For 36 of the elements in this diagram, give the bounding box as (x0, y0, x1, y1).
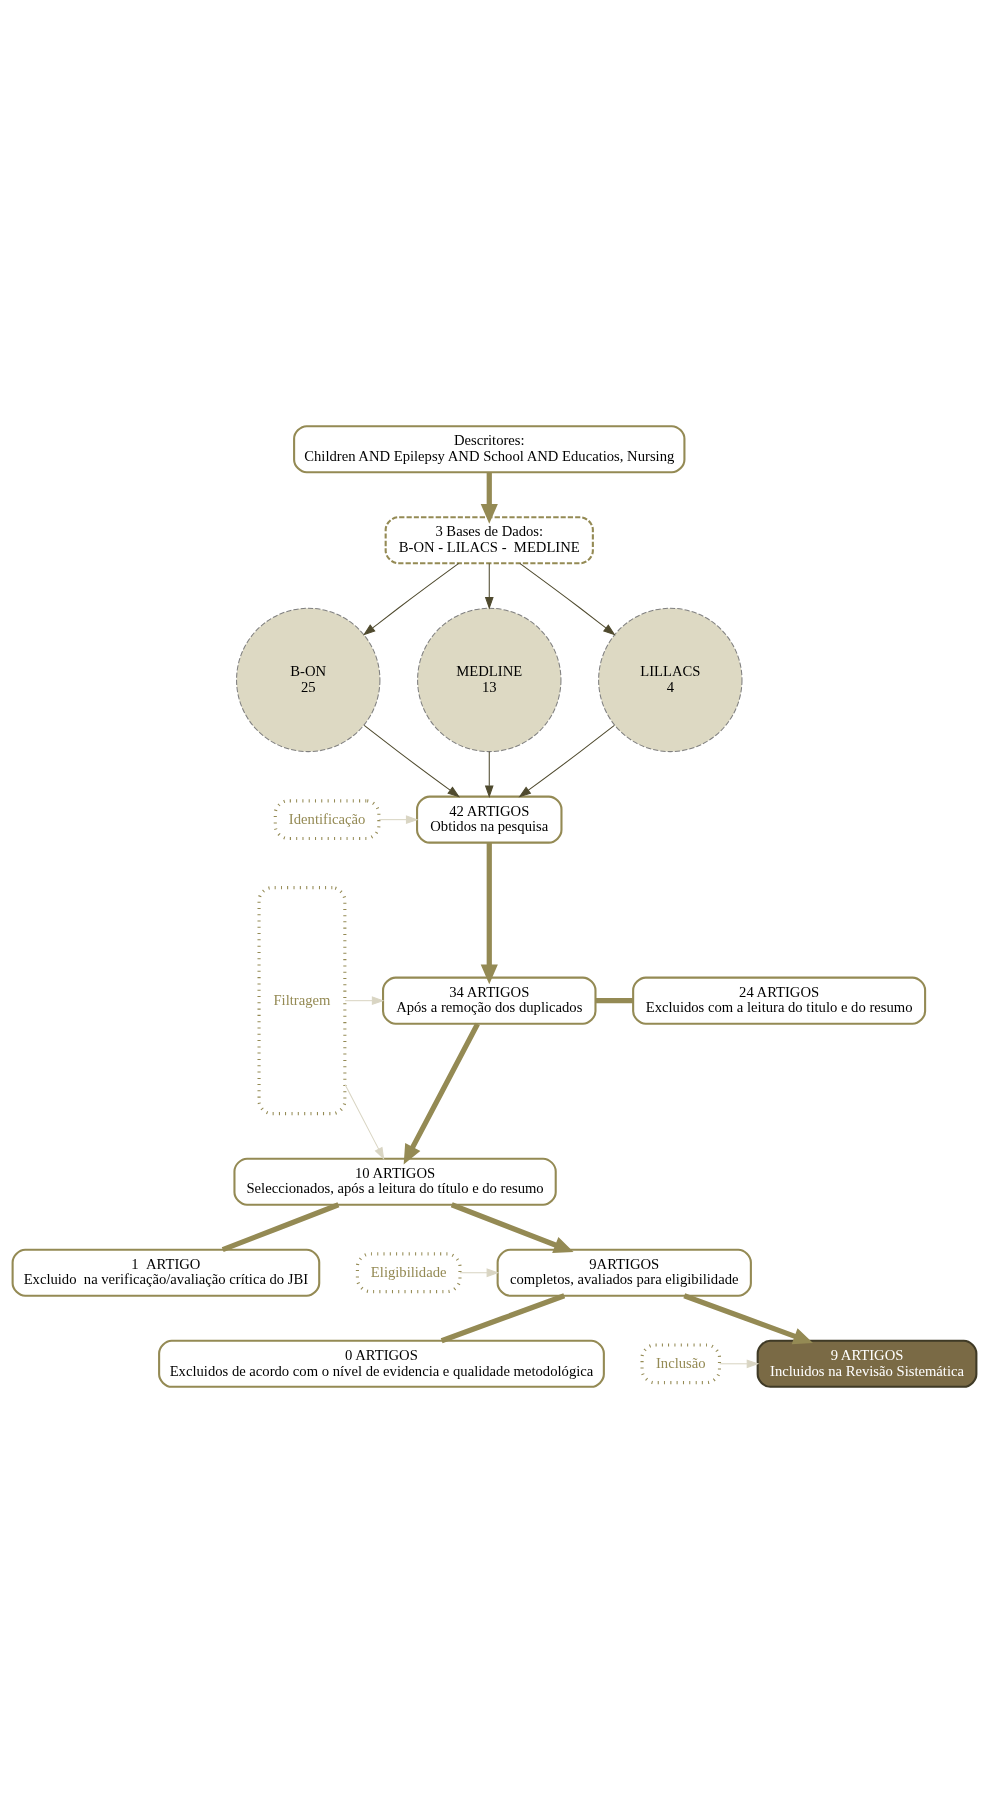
arrow (519, 562, 616, 635)
arrow (683, 1292, 813, 1344)
node-box: 1 ARTIGO Excluido na verificação/avaliação crítica do JBI (11, 1248, 321, 1297)
node-box: 42 ARTIGOS Obtidos na pesquisa (416, 795, 563, 844)
node-circle: LILLACS 4 (598, 607, 743, 752)
arrow (518, 724, 615, 797)
arrow (484, 750, 494, 798)
arrow (363, 724, 461, 797)
connector (595, 997, 633, 1003)
node-box: Filtragem (257, 885, 347, 1115)
arrow (344, 1083, 385, 1160)
arrow (403, 1022, 480, 1164)
arrow (480, 471, 498, 524)
node-box: Descritores: Children AND Epilepsy AND School AND Educatios, Nursing (293, 424, 686, 473)
node-box: 3 Bases de Dados: B-ON - LILACS - MEDLINE (384, 515, 594, 564)
node-box: 0 ARTIGOS Excluidos de acordo com o nível de evidencia e qualidade metodológica (158, 1339, 605, 1388)
arrow (459, 1267, 500, 1277)
node-circle: MEDLINE 13 (417, 607, 562, 752)
node-box: 34 ARTIGOS Após a remoção dos duplicados (382, 976, 597, 1025)
arrow (484, 562, 494, 610)
arrow (450, 1201, 574, 1253)
node-box: Eligibilidade (355, 1251, 462, 1293)
arrow (378, 814, 419, 824)
arrow (362, 562, 460, 635)
node-box: 24 ARTIGOS Excluidos com a leitura do titulo e do resumo (632, 976, 927, 1025)
connector (440, 1292, 566, 1343)
node-box: 10 ARTIGOS Seleccionados, após a leitura do título e do resumo (233, 1157, 557, 1206)
node-box: Inclusão (640, 1342, 722, 1384)
node-circle: B-ON 25 (236, 607, 381, 752)
connector (221, 1201, 340, 1252)
node-box: 9 ARTIGOS Incluidos na Revisão Sistemática (756, 1339, 978, 1388)
node-box: 9ARTIGOS completos, avaliados para eligibilidade (496, 1248, 752, 1297)
arrow (344, 995, 385, 1005)
arrow (480, 842, 498, 984)
arrow (719, 1358, 760, 1368)
node-box: Identificação (273, 798, 381, 840)
